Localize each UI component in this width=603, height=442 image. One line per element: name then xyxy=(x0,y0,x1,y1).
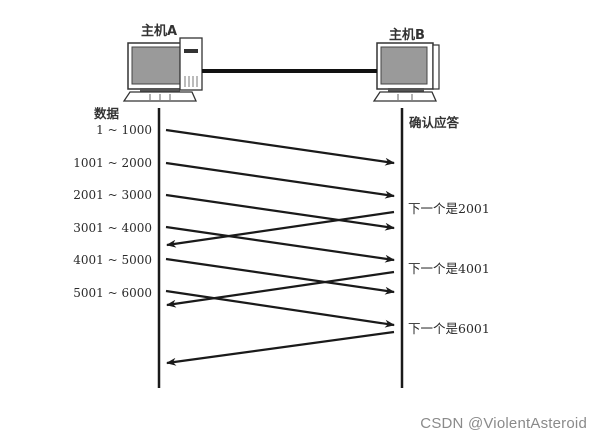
ack-arrow-6001 xyxy=(166,330,395,366)
segment-label-2: 1001 ~ 2000 xyxy=(73,156,152,170)
segment-label-1: 1 ~ 1000 xyxy=(96,123,152,137)
segment-label-4: 3001 ~ 4000 xyxy=(73,221,152,235)
segment-arrow-4 xyxy=(165,225,395,263)
ack-arrow-4001 xyxy=(166,270,395,308)
host-a-computer-icon xyxy=(122,37,203,102)
segment-arrow-6 xyxy=(165,289,395,328)
host-a-label: 主机A xyxy=(141,24,178,39)
ack-column-label: 确认应答 xyxy=(409,115,460,130)
segment-label-3: 2001 ~ 3000 xyxy=(73,188,152,202)
host-b-label: 主机B xyxy=(389,28,425,43)
host-b-computer-icon xyxy=(372,42,440,102)
segment-arrow-1 xyxy=(165,128,395,166)
ack-label-2001: 下一个是2001 xyxy=(408,201,490,216)
segment-arrow-5 xyxy=(165,257,395,295)
ack-arrow-2001 xyxy=(166,210,395,248)
segment-arrow-2 xyxy=(165,161,395,199)
data-column-label: 数据 xyxy=(94,106,120,121)
segment-label-6: 5001 ~ 6000 xyxy=(73,286,152,300)
segment-label-5: 4001 ~ 5000 xyxy=(73,253,152,267)
watermark: CSDN @ViolentAsteroid xyxy=(420,415,587,432)
segment-arrow-3 xyxy=(165,193,395,231)
ack-label-4001: 下一个是4001 xyxy=(408,261,490,276)
ack-label-6001: 下一个是6001 xyxy=(408,321,490,336)
